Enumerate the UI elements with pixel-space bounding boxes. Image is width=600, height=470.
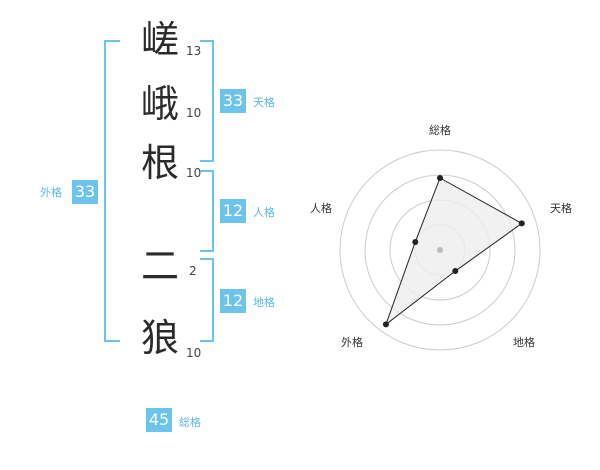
radar-shape xyxy=(384,177,523,326)
soukaku-label: 総格 xyxy=(179,416,201,429)
radar-point-5 xyxy=(412,238,419,245)
stroke-count-4: 2 xyxy=(189,264,197,278)
radar-axis-label-gaikaku: 外格 xyxy=(341,335,363,349)
chikaku-badge: 12 xyxy=(220,289,246,313)
stroke-count-5: 10 xyxy=(186,346,202,360)
fortune-radar-chart: 総格 天格 地格 外格 人格 xyxy=(310,123,572,351)
name-char-3: 根 xyxy=(140,141,179,185)
radar-point-4 xyxy=(382,321,389,328)
stroke-count-3: 10 xyxy=(186,166,202,180)
tenkaku-label: 天格 xyxy=(253,96,275,109)
tenkaku-bracket xyxy=(200,40,214,162)
soukaku-badge: 45 xyxy=(146,408,172,432)
radar-axis-label-chikaku: 地格 xyxy=(513,335,535,349)
name-char-1: 嵯 xyxy=(140,18,179,62)
radar-point-3 xyxy=(452,268,459,275)
chikaku-label: 地格 xyxy=(253,296,275,309)
stroke-count-1: 13 xyxy=(186,44,202,58)
name-char-2: 峨 xyxy=(140,82,179,126)
radar-grid-ring xyxy=(339,149,541,351)
gaikaku-label: 外格 xyxy=(40,186,62,199)
radar-center-dot xyxy=(437,247,443,253)
jinkaku-badge: 12 xyxy=(220,199,246,223)
name-char-4: 二 xyxy=(140,244,179,288)
radar-axis-label-tenkaku: 天格 xyxy=(550,201,572,215)
gaikaku-bracket xyxy=(104,40,120,342)
radar-point-1 xyxy=(437,175,443,181)
radar-point-2 xyxy=(518,220,525,227)
radar-points xyxy=(382,175,525,328)
radar-axis-label-jinkaku: 人格 xyxy=(310,201,332,215)
jinkaku-bracket xyxy=(200,170,214,252)
tenkaku-badge: 33 xyxy=(220,89,246,113)
radar-axis-label-soukaku: 総格 xyxy=(429,123,451,137)
stroke-count-2: 10 xyxy=(186,106,202,120)
jinkaku-label: 人格 xyxy=(253,206,275,219)
gaikaku-badge: 33 xyxy=(72,180,98,204)
chikaku-bracket xyxy=(200,258,214,342)
name-char-5: 狼 xyxy=(140,316,179,360)
